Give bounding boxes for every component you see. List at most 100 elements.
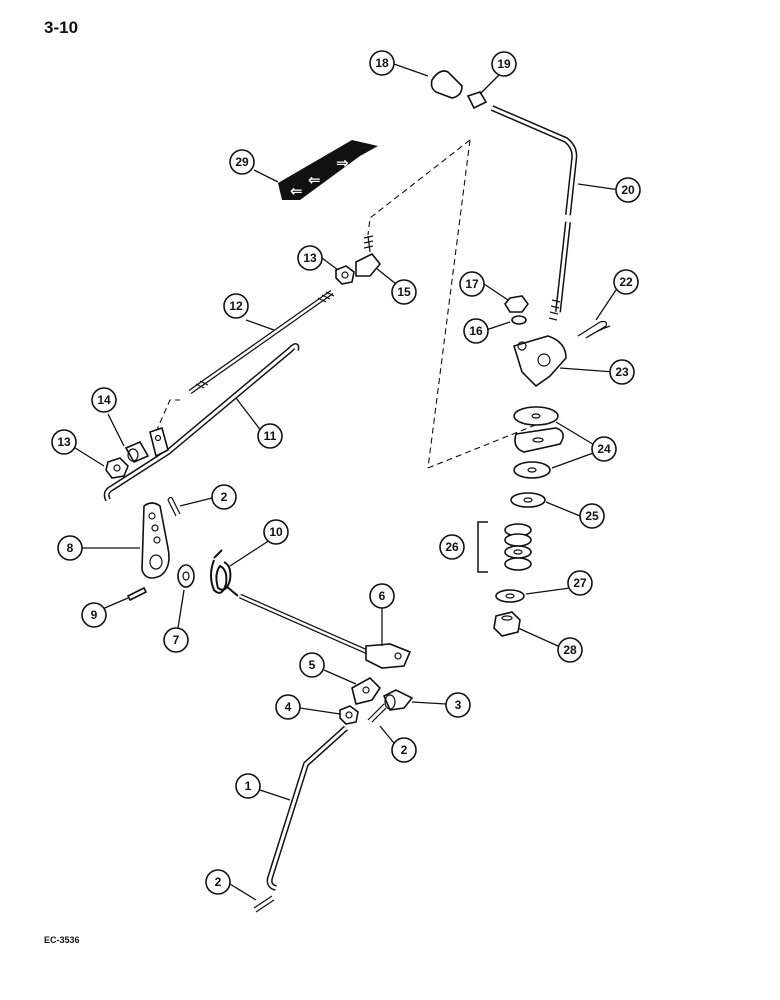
nut	[339, 705, 359, 725]
svg-text:16: 16	[469, 324, 483, 338]
dashed-guide-lines	[155, 139, 549, 469]
svg-text:20: 20	[621, 183, 635, 197]
decal-symbol-1: ⇐	[290, 182, 303, 200]
knob	[430, 70, 463, 99]
svg-text:18: 18	[375, 56, 389, 70]
throttle-arm	[141, 502, 170, 579]
callout-24: 24	[591, 436, 617, 462]
callout-22: 22	[613, 269, 639, 295]
svg-text:13: 13	[57, 435, 71, 449]
lower-rod	[103, 343, 300, 502]
callout-23: 23	[609, 359, 635, 385]
svg-text:5: 5	[309, 658, 316, 672]
svg-text:27: 27	[573, 576, 587, 590]
callout-5: 5	[299, 652, 325, 678]
callout-7: 7	[163, 627, 189, 653]
hand-lever	[266, 725, 349, 891]
friction-plate	[512, 335, 567, 388]
washer-lower	[495, 589, 525, 603]
callout-8: 8	[57, 535, 83, 561]
callout-26: 26	[439, 534, 465, 560]
clevis	[351, 677, 382, 705]
callout-10: 10	[263, 519, 289, 545]
svg-text:14: 14	[97, 393, 111, 407]
callout-13a: 13	[297, 245, 323, 271]
svg-text:2: 2	[221, 490, 228, 504]
svg-text:29: 29	[235, 155, 249, 169]
callout-13b: 13	[51, 429, 77, 455]
svg-text:28: 28	[563, 643, 577, 657]
cotter-pin-mid	[367, 703, 387, 723]
svg-text:23: 23	[615, 365, 629, 379]
callout-4: 4	[275, 694, 301, 720]
callout-6: 6	[369, 583, 395, 609]
svg-text:9: 9	[91, 608, 98, 622]
svg-text:13: 13	[303, 251, 317, 265]
callout-12: 12	[223, 293, 249, 319]
ball-joint	[355, 235, 382, 277]
washer	[177, 564, 195, 588]
lock-washer	[511, 315, 527, 325]
bracket-26	[477, 521, 488, 573]
decal-symbol-2: ⇐	[308, 171, 321, 189]
flat-washer	[510, 492, 546, 508]
hair-pin	[577, 320, 611, 339]
nut-small	[504, 295, 529, 313]
leader-lines	[71, 63, 621, 901]
svg-text:2: 2	[215, 875, 222, 889]
spring-pin	[126, 586, 148, 602]
callout-27: 27	[567, 570, 593, 596]
svg-text:7: 7	[173, 633, 180, 647]
locknut-left	[105, 457, 129, 479]
svg-text:10: 10	[269, 525, 283, 539]
svg-text:17: 17	[465, 277, 479, 291]
upper-rod	[188, 289, 335, 395]
figure-code: EC-3536	[44, 935, 80, 945]
callout-20: 20	[615, 177, 641, 203]
svg-text:15: 15	[397, 285, 411, 299]
svg-text:3: 3	[455, 698, 462, 712]
callout-15: 15	[391, 279, 417, 305]
svg-text:25: 25	[585, 509, 599, 523]
sleeve	[466, 91, 488, 110]
svg-text:1: 1	[245, 779, 252, 793]
bushing	[124, 440, 150, 464]
svg-text:24: 24	[597, 442, 611, 456]
throttle-lever	[490, 105, 578, 321]
svg-text:26: 26	[445, 540, 459, 554]
callout-1: 1	[235, 773, 261, 799]
callout-2b: 2	[391, 737, 417, 763]
svg-text:11: 11	[264, 429, 277, 443]
lock-nut-lower	[493, 611, 521, 637]
svg-text:12: 12	[229, 299, 243, 313]
svg-text:6: 6	[379, 589, 386, 603]
locknut	[335, 265, 355, 285]
svg-text:4: 4	[285, 700, 292, 714]
callout-28: 28	[557, 637, 583, 663]
callout-9: 9	[81, 602, 107, 628]
callout-29: 29	[229, 149, 255, 175]
page-number: 3-10	[44, 18, 79, 37]
callout-19: 19	[491, 51, 517, 77]
callout-11: 11	[257, 423, 283, 449]
svg-text:22: 22	[619, 275, 633, 289]
clevis-pin	[382, 689, 414, 711]
friction-washers	[513, 406, 564, 479]
cotter-pin-bottom	[253, 895, 275, 913]
decal: ⇐ ⇐ ⇒	[278, 140, 378, 200]
svg-text:2: 2	[401, 743, 408, 757]
spring-stack	[504, 523, 532, 571]
cross-shaft	[238, 593, 412, 669]
callout-3: 3	[445, 692, 471, 718]
callout-2c: 2	[205, 869, 231, 895]
cotter-pin	[167, 496, 181, 517]
svg-text:19: 19	[497, 57, 511, 71]
torsion-spring	[210, 549, 239, 597]
callout-17: 17	[459, 271, 485, 297]
callout-18: 18	[369, 50, 395, 76]
callout-25: 25	[579, 503, 605, 529]
decal-symbol-3: ⇒	[336, 154, 349, 172]
callout-14: 14	[91, 387, 117, 413]
